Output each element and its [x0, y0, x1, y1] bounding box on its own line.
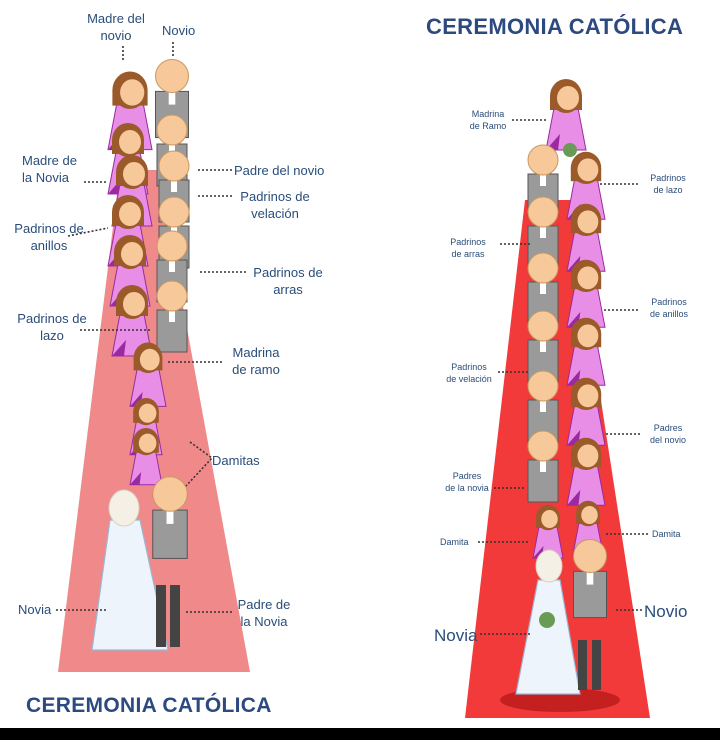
right-damita-left-figure: [532, 504, 564, 559]
right-title: CEREMONIA CATÓLICA: [426, 14, 684, 39]
right-madrina-ramo-figure: [545, 79, 587, 151]
right-novio-figure: [573, 539, 607, 619]
label-damitas: Damitas: [212, 453, 260, 468]
label-damita-left-right: Damita: [440, 537, 469, 547]
label-novio-right: Novio: [644, 602, 688, 621]
left-padre-novia-figure: [152, 476, 188, 559]
right-arras-woman-figure: [566, 203, 606, 272]
left-lazo-man-figure: [156, 280, 188, 353]
right-padres-novio-woman-figure: [566, 377, 606, 446]
label-novia-right: Novia: [434, 626, 478, 645]
left-madrina-ramo-figure: [129, 342, 167, 407]
right-novia-figure: [515, 549, 581, 695]
right-leader-lines: [478, 119, 650, 635]
bottom-black-bar: [0, 728, 720, 740]
label-novio-top: Novio: [162, 23, 196, 38]
label-padre-del-novio: Padre del novio: [234, 163, 325, 178]
right-velacion-woman-figure: [566, 317, 606, 386]
right-anillos-woman-figure: [566, 259, 606, 328]
left-procession: [91, 59, 190, 651]
right-damita-right-figure: [572, 500, 604, 555]
right-padres-novia-woman-figure: [566, 437, 606, 506]
label-novia: Novia: [18, 602, 52, 617]
left-title: CEREMONIA CATÓLICA: [26, 694, 272, 717]
right-padres-novia-man-figure: [527, 430, 559, 503]
left-damita-2-figure: [129, 428, 163, 486]
right-procession: [515, 79, 607, 695]
left-novia-figure: [91, 489, 169, 651]
right-bouquet-1: [563, 143, 577, 157]
left-leader-lines: [56, 42, 246, 613]
label-damita-right-right: Damita: [652, 529, 681, 539]
